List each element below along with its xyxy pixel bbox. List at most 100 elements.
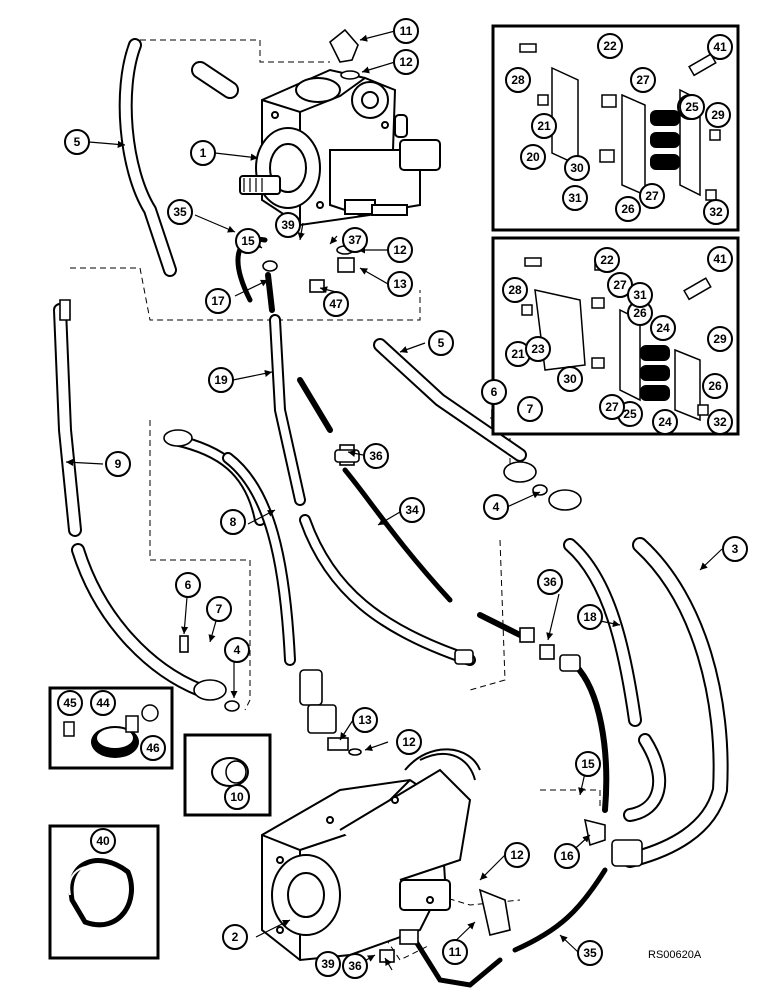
callout-label: 1 <box>200 146 207 160</box>
callout-26: 26 <box>627 300 653 326</box>
callout-11: 11 <box>393 18 419 44</box>
callout-label: 37 <box>348 233 362 247</box>
callout-label: 34 <box>405 503 419 517</box>
fittings <box>59 28 643 963</box>
callout-12: 12 <box>387 237 413 263</box>
callout-label: 22 <box>600 253 614 267</box>
bottom-hydraulic-pump <box>261 748 481 962</box>
callout-20: 20 <box>520 144 546 170</box>
callout-label: 10 <box>230 790 244 804</box>
callout-36: 36 <box>537 569 563 595</box>
callout-32: 32 <box>703 199 729 225</box>
callout-label: 24 <box>658 415 672 429</box>
callout-40: 40 <box>90 828 116 854</box>
callout-23: 23 <box>525 336 551 362</box>
callout-label: 19 <box>214 373 228 387</box>
callout-label: 9 <box>115 457 122 471</box>
callout-label: 3 <box>732 542 739 556</box>
callout-22: 22 <box>594 247 620 273</box>
callout-35: 35 <box>167 199 193 225</box>
reference-code: RS00620A <box>648 949 702 961</box>
callout-label: 16 <box>560 849 574 863</box>
callout-label: 12 <box>402 735 416 749</box>
callout-label: 31 <box>568 191 582 205</box>
callout-26: 26 <box>615 196 641 222</box>
callout-label: 18 <box>583 610 597 624</box>
hoses-and-tubes <box>53 38 729 988</box>
callout-label: 44 <box>96 696 110 710</box>
callout-36: 36 <box>342 953 368 979</box>
callout-label: 47 <box>329 297 343 311</box>
callout-25: 25 <box>679 94 705 120</box>
callout-9: 9 <box>105 451 131 477</box>
callout-label: 27 <box>613 278 627 292</box>
callout-12: 12 <box>393 49 419 75</box>
callout-label: 40 <box>96 834 110 848</box>
callout-12: 12 <box>504 842 530 868</box>
callout-label: 41 <box>713 40 727 54</box>
callout-39: 39 <box>315 951 341 977</box>
callout-5: 5 <box>428 330 454 356</box>
callout-label: 36 <box>543 575 557 589</box>
callout-19: 19 <box>208 367 234 393</box>
callout-label: 25 <box>623 407 637 421</box>
callout-6: 6 <box>175 572 201 598</box>
callout-label: 31 <box>633 288 647 302</box>
callout-30: 30 <box>557 366 583 392</box>
callout-21: 21 <box>531 113 557 139</box>
callout-label: 26 <box>708 379 722 393</box>
callout-36: 36 <box>363 443 389 469</box>
callout-label: 4 <box>493 500 500 514</box>
callout-label: 12 <box>510 848 524 862</box>
top-hydraulic-pump <box>239 68 441 227</box>
callout-45: 45 <box>57 690 83 716</box>
callout-28: 28 <box>502 277 528 303</box>
callout-label: 21 <box>511 347 525 361</box>
callout-label: 5 <box>438 336 445 350</box>
callout-17: 17 <box>205 288 231 314</box>
callout-21: 21 <box>505 341 531 367</box>
callout-label: 28 <box>508 283 522 297</box>
callout-39: 39 <box>275 212 301 238</box>
callout-label: 29 <box>713 332 727 346</box>
callout-label: 26 <box>633 306 647 320</box>
callout-label: 28 <box>511 73 525 87</box>
callout-47: 47 <box>323 291 349 317</box>
callout-11: 11 <box>442 939 468 965</box>
callout-label: 12 <box>399 55 413 69</box>
callout-31: 31 <box>562 185 588 211</box>
callout-label: 32 <box>713 415 727 429</box>
callout-label: 26 <box>621 202 635 216</box>
callout-label: 2 <box>232 930 239 944</box>
callout-37: 37 <box>342 227 368 253</box>
callout-label: 30 <box>563 372 577 386</box>
callout-label: 41 <box>713 252 727 266</box>
callout-label: 6 <box>185 578 192 592</box>
callout-label: 6 <box>491 385 498 399</box>
callout-7: 7 <box>517 396 543 422</box>
callout-label: 23 <box>531 342 545 356</box>
callout-label: 36 <box>369 449 383 463</box>
callout-29: 29 <box>707 326 733 352</box>
callout-31: 31 <box>627 282 653 308</box>
callout-label: 27 <box>645 189 659 203</box>
callout-label: 27 <box>636 73 650 87</box>
callout-label: 27 <box>605 400 619 414</box>
callout-41: 41 <box>707 246 733 272</box>
callout-46: 46 <box>140 735 166 761</box>
callout-label: 46 <box>146 741 160 755</box>
callout-label: 11 <box>400 24 413 38</box>
callout-29: 29 <box>705 102 731 128</box>
callout-10: 10 <box>224 784 250 810</box>
callout-label: 22 <box>603 39 617 53</box>
callout-label: 25 <box>685 100 699 114</box>
callout-5: 5 <box>64 129 90 155</box>
callout-13: 13 <box>387 271 413 297</box>
callout-label: 35 <box>173 205 187 219</box>
callout-8: 8 <box>220 509 246 535</box>
callout-7: 7 <box>206 596 232 622</box>
callout-30: 30 <box>564 155 590 181</box>
callout-label: 15 <box>581 757 595 771</box>
callout-label: 15 <box>241 234 255 248</box>
